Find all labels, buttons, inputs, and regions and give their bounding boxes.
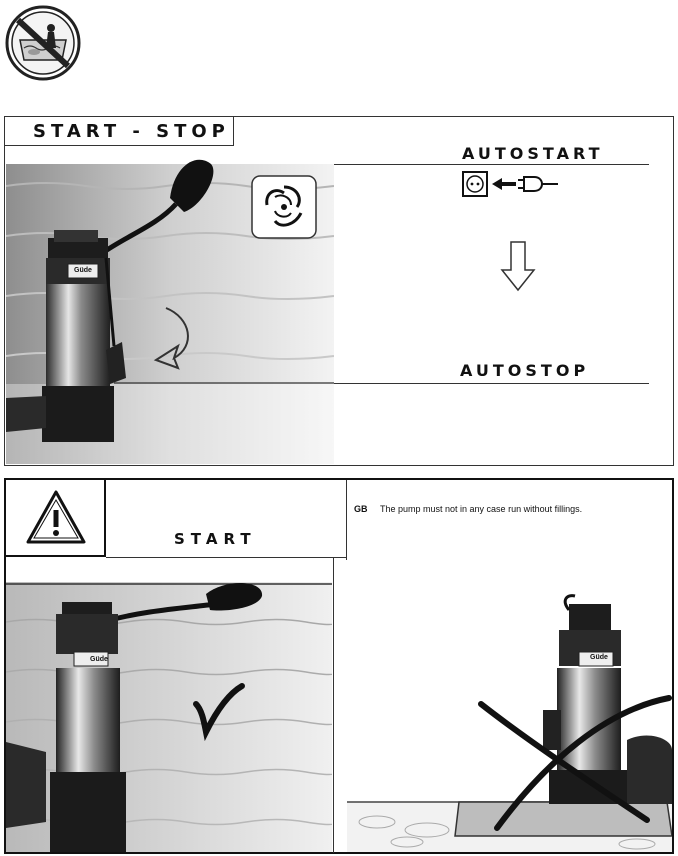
pump-brand-label-3: Güde (590, 654, 608, 661)
pump-brand-label: Güde (74, 267, 92, 274)
panel-divider-top (346, 480, 347, 560)
cross-mark-icon (478, 695, 672, 831)
start-label: START (174, 530, 257, 548)
pump-brand-label-2: Güde (90, 656, 108, 663)
down-arrow-icon (500, 240, 536, 292)
dry-run-warning-text: The pump must not in any case run withou… (380, 504, 583, 514)
warning-triangle-icon (26, 490, 86, 544)
pump-in-water-illustration (6, 582, 332, 852)
autostop-label: AUTOSTOP (460, 361, 590, 380)
lower-water-line (334, 383, 649, 384)
checkmark-icon (193, 683, 245, 742)
start-stop-title: START - STOP (33, 121, 230, 142)
autostart-label: AUTOSTART (462, 144, 604, 163)
pump-dry-run-illustration (347, 590, 672, 852)
plug-icon (490, 174, 560, 194)
no-swimming-prohibition-icon (4, 4, 82, 82)
start-header-line (106, 557, 347, 558)
language-code: GB (354, 504, 368, 514)
warning-box (6, 480, 106, 557)
rotation-icon (251, 175, 317, 239)
start-stop-title-box: START - STOP (4, 116, 234, 146)
upper-water-line (334, 164, 649, 165)
socket-icon (462, 171, 488, 197)
panel-divider (333, 557, 334, 853)
